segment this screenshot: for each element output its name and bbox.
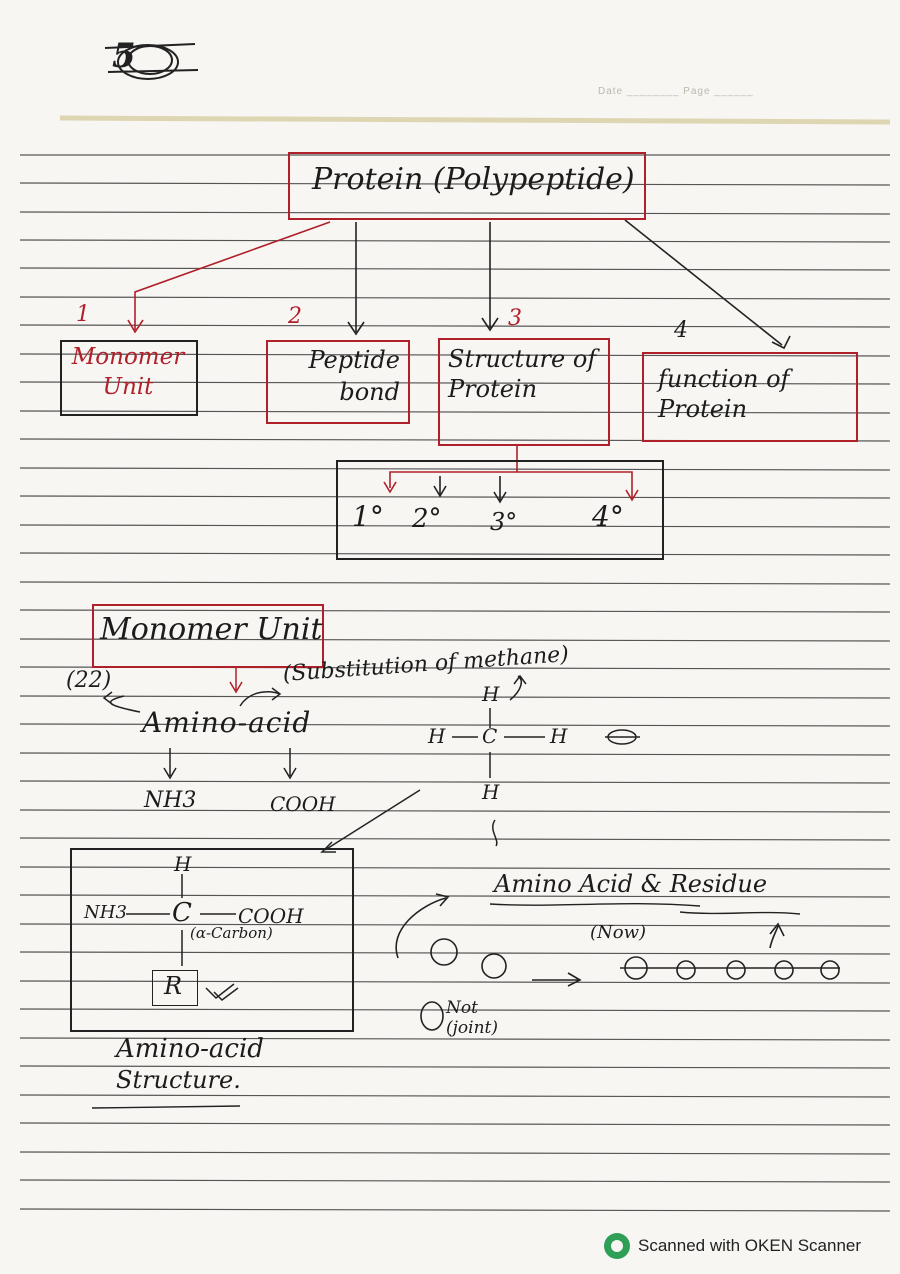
underlines <box>91 902 801 1109</box>
residue-chain <box>395 893 840 1031</box>
formula-c: C <box>172 898 192 928</box>
r-group-box <box>152 970 198 1006</box>
r-group: R <box>164 972 183 1000</box>
section-heading: Monomer Unit <box>100 612 323 647</box>
residue-note: Amino Acid & Residue <box>494 870 768 898</box>
structure-caption-2: Structure. <box>116 1066 241 1094</box>
level-1: 1° <box>352 500 384 533</box>
scribble-mark <box>605 729 640 745</box>
title-arrows <box>127 219 791 350</box>
branch-box-2 <box>266 340 410 424</box>
page-title: Protein (Polypeptide) <box>312 162 635 197</box>
scanner-logo-icon <box>604 1233 630 1259</box>
branch-label-3: Structure of Protein <box>448 345 597 403</box>
title-box <box>288 152 646 220</box>
branch-box-3 <box>438 338 610 446</box>
count-note: (22) <box>66 668 112 693</box>
nh3-label: NH3 <box>144 788 197 813</box>
date-page-label: Date ________ Page ______ <box>598 86 754 97</box>
formula-cooh: COOH <box>238 904 304 928</box>
methane-bottom-h: H <box>482 780 500 804</box>
levels-box <box>336 460 664 560</box>
formula-alpha-carbon: (α-Carbon) <box>190 924 273 942</box>
check-mark <box>205 983 239 1001</box>
amino-arrows <box>102 668 527 853</box>
branch-label-1: Monomer Unit <box>71 344 185 400</box>
scanner-watermark: Scanned with OKEN Scanner <box>604 1232 861 1260</box>
structure-box <box>70 848 354 1032</box>
formula-bonds <box>126 874 236 966</box>
branch-box-1 <box>60 340 198 416</box>
methane-right-h: H <box>550 724 568 748</box>
branch-box-4 <box>642 352 858 442</box>
amino-acid-label: Amino-acid <box>142 706 312 739</box>
branch-label-4: function of Protein <box>658 365 790 423</box>
scanner-watermark-text: Scanned with OKEN Scanner <box>638 1236 862 1255</box>
methane-center-c: C <box>482 724 498 748</box>
formula-h: H <box>174 852 192 876</box>
branch-number-1: 1 <box>76 302 90 327</box>
branch-number-2: 2 <box>288 304 302 329</box>
level-4: 4° <box>592 500 624 533</box>
not-joint-note: Not (joint) <box>446 998 498 1038</box>
section-heading-box <box>92 604 324 668</box>
branch-number-3: 3 <box>508 306 522 331</box>
now-note: (Now) <box>590 922 647 943</box>
methane-bonds <box>452 708 545 847</box>
levels-arrows <box>383 445 639 504</box>
page-number: 5 <box>112 36 136 76</box>
methane-top-h: H <box>482 682 500 706</box>
methane-left-h: H <box>428 724 446 748</box>
level-3: 3° <box>490 508 518 536</box>
cooh-label: COOH <box>270 792 336 816</box>
level-2: 2° <box>412 504 442 534</box>
page-number-scribble <box>104 43 199 80</box>
branch-label-2: Peptide bond <box>308 346 400 406</box>
branch-number-4: 4 <box>674 318 688 343</box>
formula-nh3: NH3 <box>84 902 127 923</box>
structure-caption-1: Amino-acid <box>116 1034 264 1064</box>
